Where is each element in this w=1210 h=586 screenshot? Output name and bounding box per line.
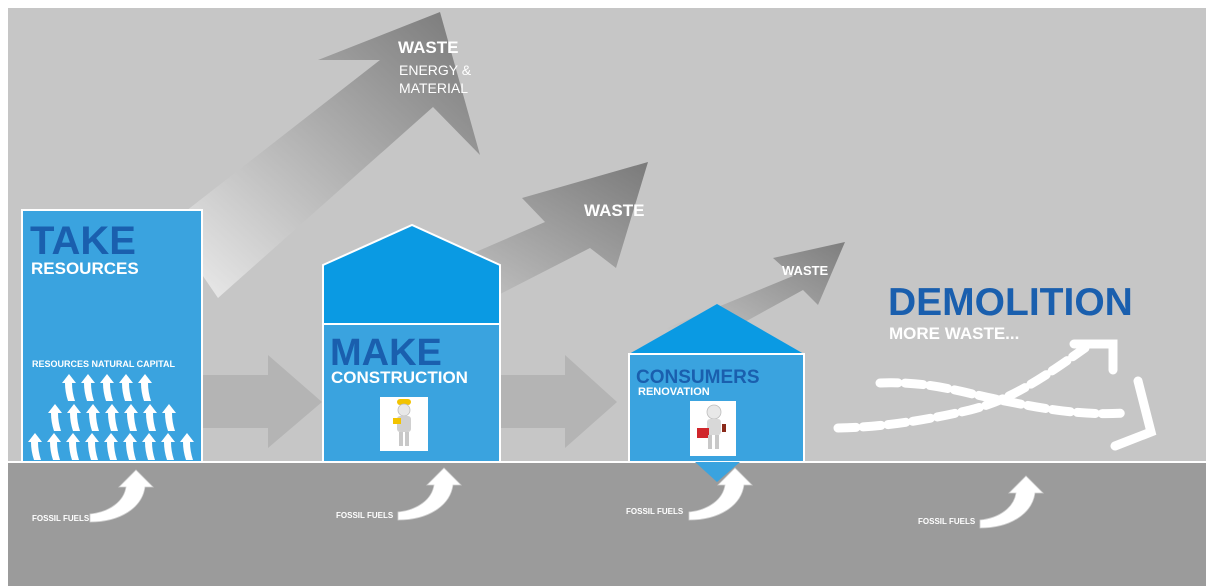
resource-arrow-icon	[143, 404, 157, 431]
resource-arrow-icon	[66, 433, 80, 460]
resource-arrow-icon	[67, 404, 81, 431]
resource-arrow-icon	[124, 404, 138, 431]
consumers-roof	[629, 304, 804, 354]
resource-arrow-icon	[100, 374, 114, 401]
waste-label-medium: WASTE	[584, 201, 644, 220]
fossil-fuels-label: FOSSIL FUELS	[336, 511, 394, 520]
resource-arrow-icon	[123, 433, 137, 460]
fossil-fuels-2: FOSSIL FUELS	[336, 467, 462, 521]
resource-arrow-icon	[86, 404, 100, 431]
resource-arrow-icon	[85, 433, 99, 460]
demolition-title: DEMOLITION	[888, 281, 1133, 324]
fossil-fuels-label: FOSSIL FUELS	[626, 507, 684, 516]
resource-arrow-icon	[62, 374, 76, 401]
fossil-fuels-4: FOSSIL FUELS	[918, 475, 1044, 529]
waste-arrow-large	[168, 12, 480, 298]
resource-arrow-icon	[104, 433, 118, 460]
resource-arrows-group	[28, 374, 194, 460]
consumers-bottom-tab	[695, 462, 740, 482]
fossil-fuels-3: FOSSIL FUELS	[626, 467, 753, 521]
take-title: TAKE	[30, 219, 136, 263]
repair-person-icon	[690, 401, 736, 456]
flow-arrow-make-to-consumers	[499, 355, 617, 448]
fossil-fuel-arrow-icon	[397, 467, 462, 521]
resource-arrow-icon	[161, 433, 175, 460]
resource-arrow-icon	[162, 404, 176, 431]
make-subtitle: CONSTRUCTION	[331, 368, 468, 387]
fossil-fuels-label: FOSSIL FUELS	[32, 514, 90, 523]
fossil-fuel-arrow-icon	[89, 469, 154, 523]
construction-worker-icon	[380, 397, 428, 451]
resource-arrow-icon	[47, 433, 61, 460]
take-subtitle: RESOURCES	[31, 259, 139, 278]
make-title: MAKE	[330, 332, 442, 374]
resource-arrow-icon	[138, 374, 152, 401]
resource-arrow-icon	[119, 374, 133, 401]
resource-arrow-icon	[81, 374, 95, 401]
resource-arrow-icon	[28, 433, 42, 460]
resource-arrow-icon	[180, 433, 194, 460]
fossil-fuel-arrow-icon	[979, 475, 1044, 529]
demolition-subtitle: MORE WASTE...	[889, 324, 1019, 343]
resource-arrow-icon	[48, 404, 62, 431]
waste-label-small: WASTE	[782, 263, 829, 278]
waste-label-large: WASTE	[398, 38, 458, 57]
flow-arrow-take-to-make	[202, 355, 322, 448]
fossil-fuels-1: FOSSIL FUELS	[32, 469, 154, 523]
waste-label-large-line2: MATERIAL	[399, 80, 468, 96]
demolition-broken-arrows	[833, 339, 1157, 451]
resource-arrow-icon	[105, 404, 119, 431]
fossil-fuel-arrow-icon	[688, 467, 753, 521]
consumers-subtitle: RENOVATION	[638, 386, 710, 398]
consumers-title: CONSUMERS	[636, 367, 760, 388]
take-caption: RESOURCES NATURAL CAPITAL	[32, 359, 176, 369]
make-roof	[322, 223, 501, 325]
fossil-fuels-label: FOSSIL FUELS	[918, 517, 976, 526]
waste-label-large-line1: ENERGY &	[399, 62, 472, 78]
resource-arrow-icon	[142, 433, 156, 460]
